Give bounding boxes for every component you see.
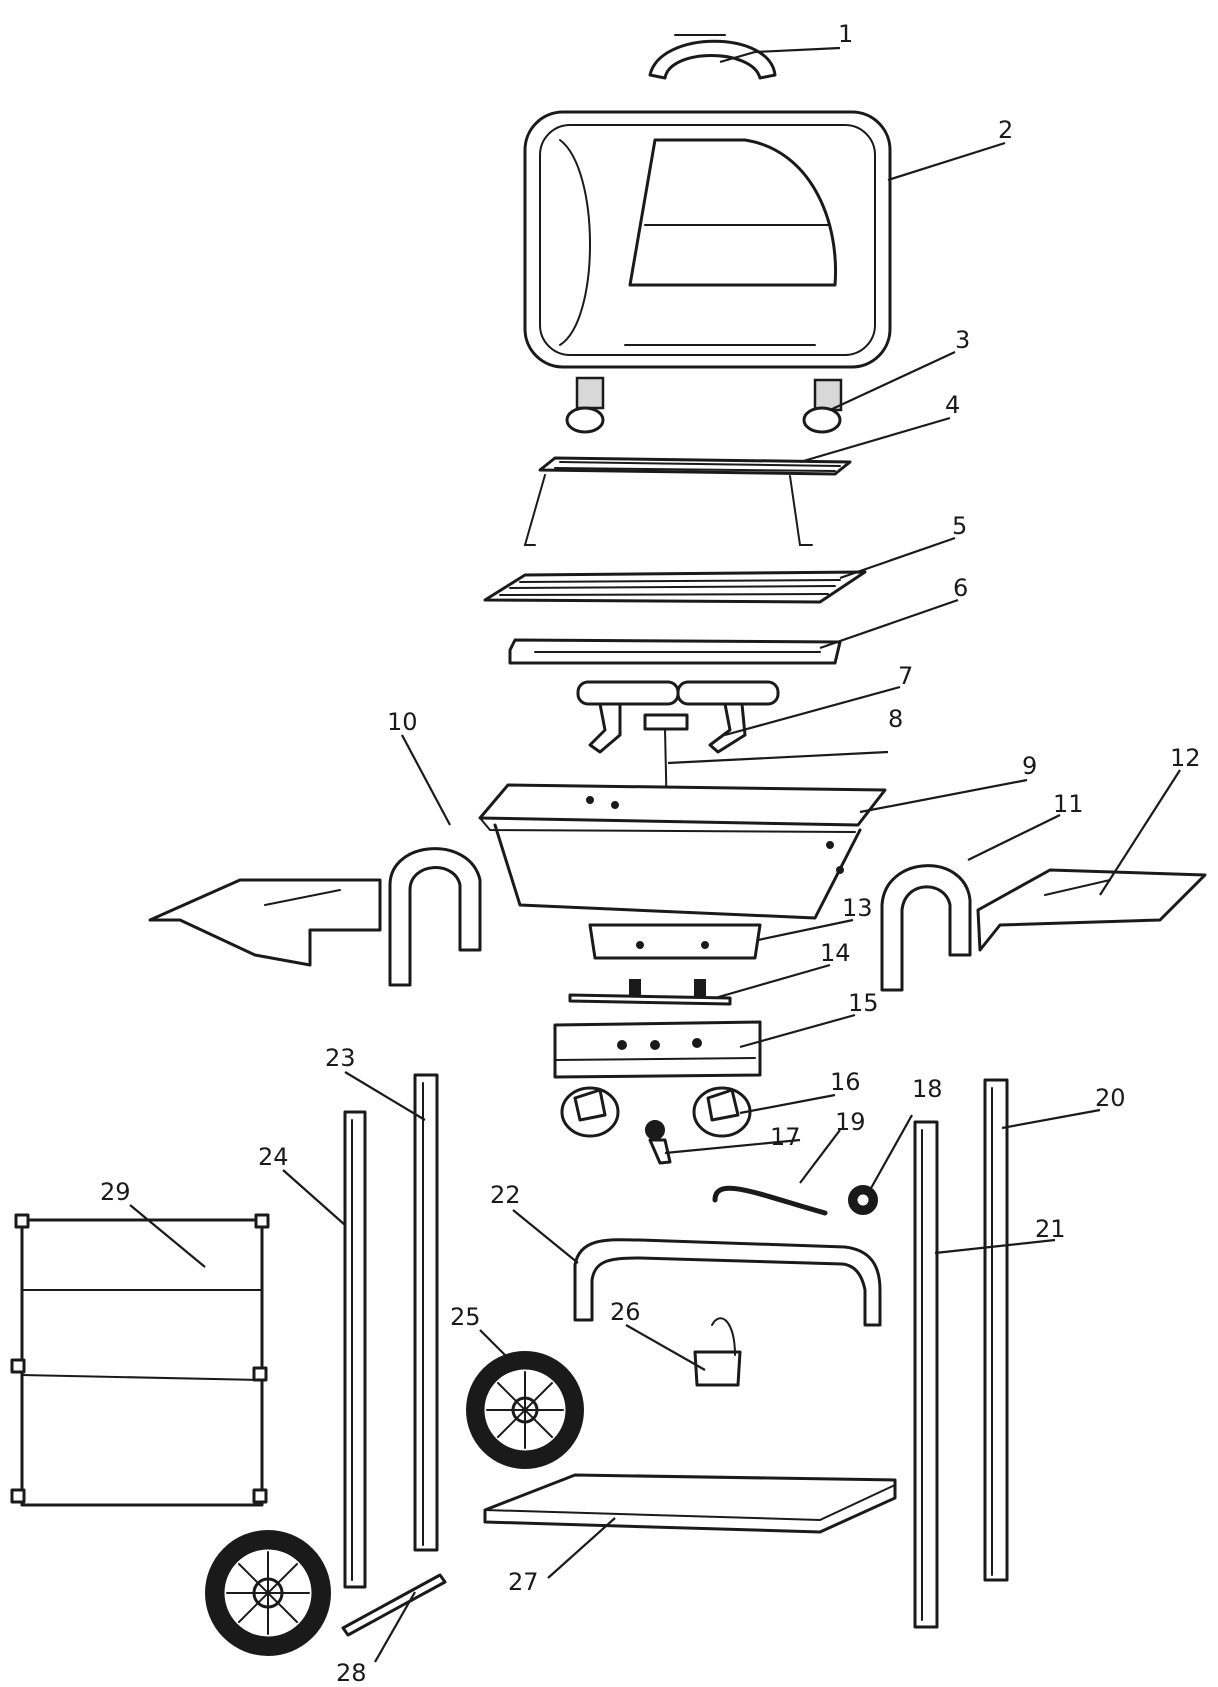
callout-8: 8 <box>888 705 903 733</box>
part-right-rear-leg <box>983 1078 1009 1582</box>
part-cart-handle <box>573 1238 882 1327</box>
part-firebox <box>478 783 887 920</box>
callout-27: 27 <box>508 1568 539 1596</box>
part-right-table-bracket <box>880 864 972 992</box>
callout-7: 7 <box>898 662 913 690</box>
callout-6: 6 <box>953 574 968 602</box>
callout-12: 12 <box>1170 744 1201 772</box>
callout-15: 15 <box>848 989 879 1017</box>
callout-5: 5 <box>952 512 967 540</box>
callout-20: 20 <box>1095 1084 1126 1112</box>
part-wheel-right <box>466 1351 584 1469</box>
callout-21: 21 <box>1035 1215 1066 1243</box>
callout-9: 9 <box>1022 752 1037 780</box>
part-left-side-shelf <box>148 878 382 967</box>
callout-2: 2 <box>998 116 1013 144</box>
callout-3: 3 <box>955 326 970 354</box>
callout-13: 13 <box>842 894 873 922</box>
part-gas-hose <box>712 1185 828 1216</box>
callout-10: 10 <box>387 708 418 736</box>
part-control-panel <box>553 1020 762 1079</box>
part-gas-manifold <box>568 979 732 1006</box>
part-regulator <box>848 1185 878 1215</box>
callout-23: 23 <box>325 1044 356 1072</box>
part-burners <box>576 680 780 754</box>
callout-11: 11 <box>1053 790 1084 818</box>
part-igniter-button <box>645 1120 672 1165</box>
callout-26: 26 <box>610 1298 641 1326</box>
part-heat-shield <box>588 923 762 960</box>
part-hinge-brackets <box>565 376 843 434</box>
callout-17: 17 <box>770 1123 801 1151</box>
callout-29: 29 <box>100 1178 131 1206</box>
callout-4: 4 <box>945 391 960 419</box>
part-right-side-shelf <box>976 868 1207 952</box>
part-right-front-leg <box>913 1120 939 1629</box>
callout-18: 18 <box>912 1075 943 1103</box>
part-wheel-left <box>205 1530 331 1656</box>
part-left-rear-leg <box>413 1073 439 1552</box>
callout-1: 1 <box>838 20 853 48</box>
callout-25: 25 <box>450 1303 481 1331</box>
callout-24: 24 <box>258 1143 289 1171</box>
callout-labels: 1 2 3 4 5 6 7 8 9 10 11 12 13 14 15 16 1… <box>100 20 1201 1687</box>
part-axle <box>341 1573 447 1637</box>
callout-22: 22 <box>490 1181 521 1209</box>
part-left-table-bracket <box>388 847 482 987</box>
callout-28: 28 <box>336 1659 367 1687</box>
part-heat-plate <box>508 638 842 665</box>
part-warming-rack <box>523 456 852 546</box>
callout-14: 14 <box>820 939 851 967</box>
part-bottom-shelf <box>483 1473 897 1534</box>
part-cooking-grate <box>483 570 867 604</box>
part-control-knobs <box>560 1086 752 1138</box>
leader-lines <box>129 46 1181 1663</box>
part-side-panel <box>10 1213 270 1507</box>
part-lid-handle <box>648 34 777 80</box>
part-lid <box>523 110 892 369</box>
part-left-front-leg <box>343 1110 367 1589</box>
callout-19: 19 <box>835 1108 866 1136</box>
callout-16: 16 <box>830 1068 861 1096</box>
part-grease-cup <box>693 1317 742 1387</box>
